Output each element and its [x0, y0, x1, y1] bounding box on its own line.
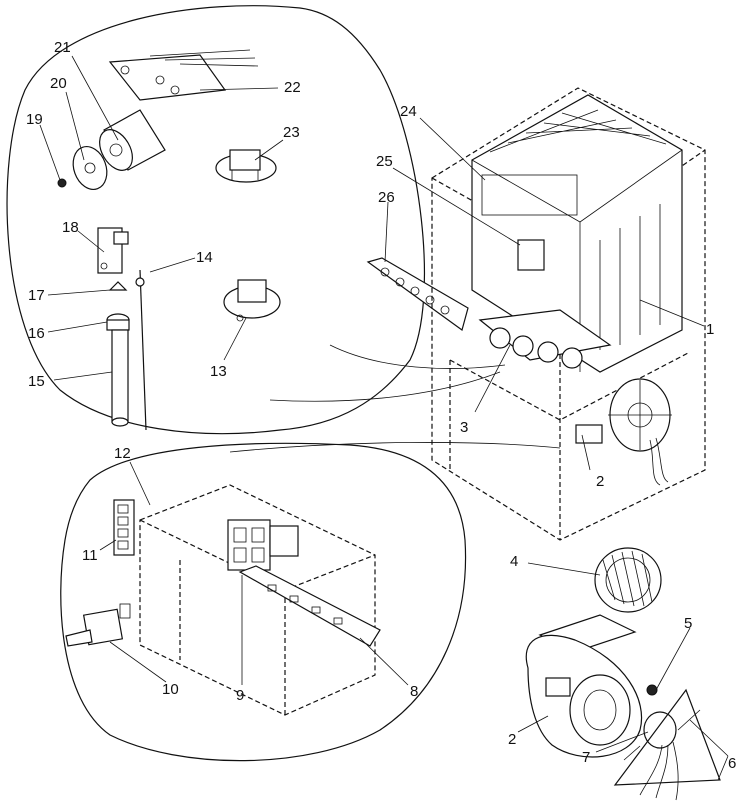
part-23-limit-switch — [215, 149, 277, 183]
callout-5: 5 — [684, 615, 692, 632]
blower-motor — [623, 684, 701, 801]
part-21-sight-glass — [99, 109, 166, 171]
lower-detail-leader — [229, 442, 561, 453]
callout-23: 23 — [283, 124, 300, 141]
callout-12: 12 — [114, 445, 131, 462]
callout-1: 1 — [706, 321, 714, 338]
upper-detail-leader-2 — [269, 371, 501, 402]
callout-4: 4 — [510, 553, 518, 570]
callout-3: 3 — [460, 419, 468, 436]
callout-26: 26 — [378, 189, 395, 206]
callout-15: 15 — [28, 373, 45, 390]
callout-9: 9 — [236, 687, 244, 704]
lower-detail-circle — [60, 442, 467, 762]
callout-20: 20 — [50, 75, 67, 92]
part-20-cover — [72, 146, 108, 190]
part-10-door-switch — [65, 603, 131, 647]
part-8-control-board — [238, 565, 381, 647]
motor-mount-bracket — [613, 688, 721, 786]
callout-2-blower: 2 — [508, 731, 516, 748]
callout-19: 19 — [26, 111, 43, 128]
upper-detail-circle — [6, 5, 426, 435]
callout-6: 6 — [728, 755, 736, 772]
callout-24: 24 — [400, 103, 417, 120]
blower-housing — [525, 614, 643, 758]
callout-10: 10 — [162, 681, 179, 698]
part-11-terminal-block — [113, 499, 135, 556]
part-9-relay — [227, 519, 299, 571]
callout-7: 7 — [582, 749, 590, 766]
leader-lines — [39, 55, 729, 781]
callout-13: 13 — [210, 363, 227, 380]
part-13-rollout-switch — [223, 279, 281, 322]
blower-wheel — [594, 547, 662, 613]
upper-detail-leader — [329, 344, 506, 369]
callout-2-inducer: 2 — [596, 473, 604, 490]
part-16-fitting — [106, 313, 130, 331]
callout-8: 8 — [410, 683, 418, 700]
part-22-bracket — [108, 49, 259, 101]
callout-22: 22 — [284, 79, 301, 96]
burner-assembly — [478, 309, 612, 369]
callout-11: 11 — [82, 547, 98, 564]
part-15-tube — [111, 329, 129, 427]
part-14-rod — [135, 269, 147, 431]
part-17-pilot-orifice — [108, 281, 128, 291]
callout-14: 14 — [196, 249, 213, 266]
callout-18: 18 — [62, 219, 79, 236]
part-19-screw — [57, 178, 67, 188]
part-26-manifold-plate — [366, 257, 469, 331]
callout-25: 25 — [376, 153, 393, 170]
heat-exchanger — [471, 94, 683, 373]
callout-21: 21 — [54, 39, 71, 56]
inducer-motor — [575, 378, 672, 486]
callout-16: 16 — [28, 325, 45, 342]
callout-17: 17 — [28, 287, 45, 304]
